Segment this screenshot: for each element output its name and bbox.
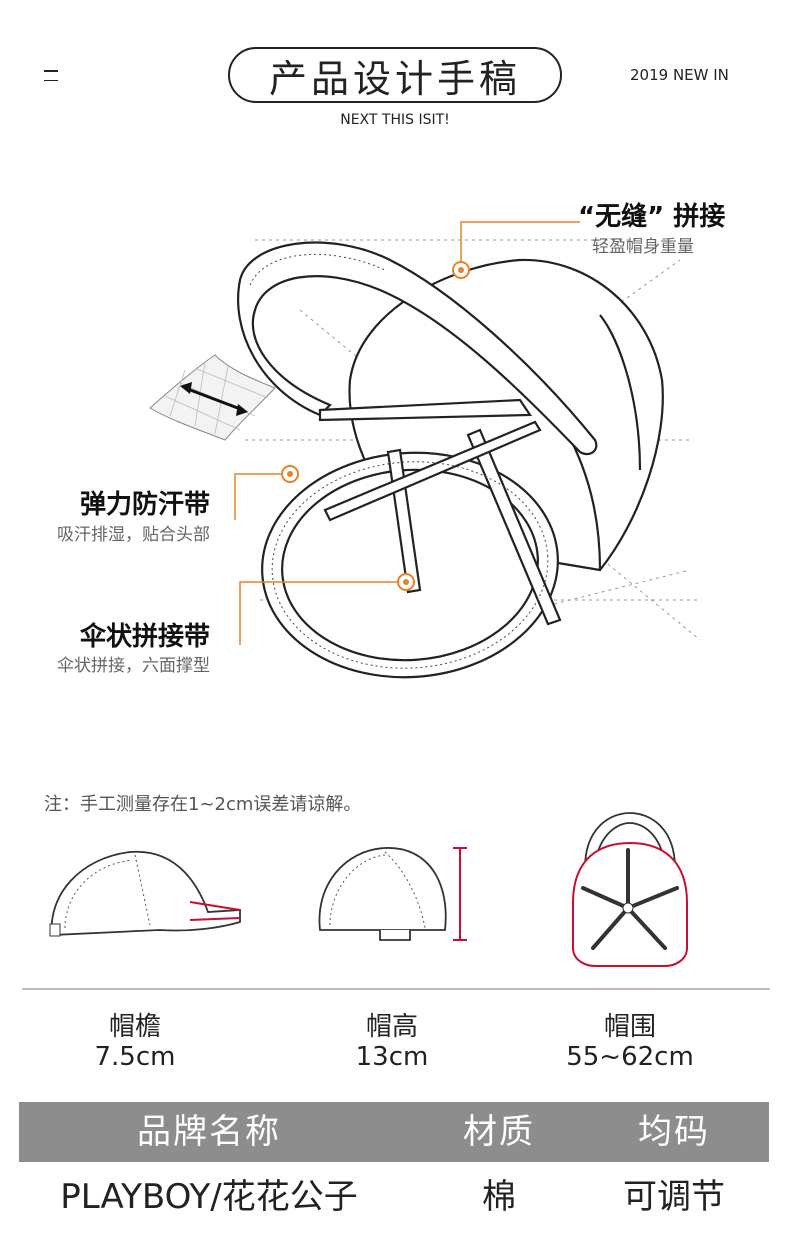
callout-strap-subtitle: 伞状拼接，六面撑型 bbox=[57, 656, 210, 676]
callout-sweatband-title: 弹力防汗带 bbox=[79, 490, 210, 520]
callout-seamless-title: “无缝” 拼接 bbox=[578, 202, 726, 232]
page-title: 产品设计手稿 bbox=[228, 47, 562, 103]
year-tag: 2019 NEW IN bbox=[630, 66, 729, 84]
spec-value-brand: PLAYBOY/花花公子 bbox=[60, 1177, 358, 1217]
cap-top-view-icon bbox=[572, 812, 688, 967]
dimension-circumference-label: 帽围 bbox=[603, 1012, 656, 1042]
callout-seamless-subtitle: 轻盈帽身重量 bbox=[592, 237, 694, 257]
section-divider bbox=[22, 988, 770, 990]
cap-back-view-icon bbox=[318, 847, 467, 941]
spec-value-size: 可调节 bbox=[623, 1177, 725, 1217]
spec-header-brand: 品牌名称 bbox=[137, 1112, 281, 1152]
dimension-brim-value: 7.5cm bbox=[94, 1042, 176, 1072]
dimension-height-value: 13cm bbox=[355, 1042, 429, 1072]
fabric-swatch-icon bbox=[149, 354, 276, 441]
cap-sketch-illustration bbox=[149, 221, 701, 679]
spec-table-header: 品牌名称 材质 均码 bbox=[19, 1102, 769, 1162]
dimension-brim-label: 帽檐 bbox=[108, 1012, 161, 1042]
spec-header-material: 材质 bbox=[463, 1112, 535, 1152]
spec-value-material: 棉 bbox=[482, 1177, 516, 1217]
cap-side-view-icon bbox=[49, 851, 241, 937]
page-subtitle: NEXT THIS ISIT! bbox=[340, 112, 450, 128]
dimension-circumference-value: 55~62cm bbox=[566, 1042, 694, 1072]
menu-icon bbox=[44, 70, 58, 82]
measurement-note: 注：手工测量存在1~2cm误差请谅解。 bbox=[44, 794, 362, 815]
spec-header-size: 均码 bbox=[638, 1112, 710, 1152]
callout-strap-title: 伞状拼接带 bbox=[79, 622, 210, 652]
callout-sweatband-subtitle: 吸汗排湿，贴合头部 bbox=[57, 525, 210, 545]
dimension-height-label: 帽高 bbox=[365, 1012, 418, 1042]
